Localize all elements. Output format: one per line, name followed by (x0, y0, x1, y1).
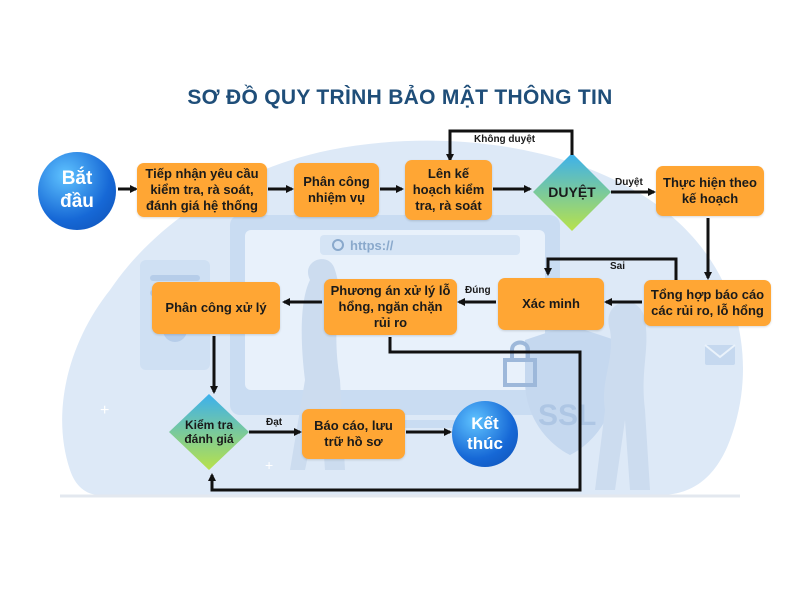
evaluate-diamond-shape (169, 394, 249, 470)
assign-handling-label: Phân công xử lý (165, 299, 267, 315)
evaluate-diamond[interactable]: Kiểm tra đánh giá (169, 412, 249, 452)
verify-box[interactable]: Xác minh (498, 278, 604, 330)
page-title: SƠ ĐỒ QUY TRÌNH BẢO MẬT THÔNG TIN (187, 86, 613, 109)
edge-label-not-approved: Không duyệt (474, 134, 536, 145)
ssl-badge-text: SSL (538, 399, 596, 432)
end-node[interactable]: Kết thúc (452, 401, 518, 467)
summarize-report-label: Tổng hợp báo cáo các rủi ro, lỗ hổng (650, 286, 765, 318)
arrow-loop-back (208, 337, 582, 492)
receive-request-label: Tiếp nhận yêu cầu kiểm tra, rà soát, đán… (145, 165, 259, 214)
arrow-not-approved (446, 129, 574, 162)
assign-task-box[interactable]: Phân công nhiệm vụ (294, 163, 379, 217)
svg-text:+: + (100, 402, 109, 419)
summarize-report-box[interactable]: Tổng hợp báo cáo các rủi ro, lỗ hổng (644, 280, 771, 326)
report-archive-box[interactable]: Báo cáo, lưu trữ hồ sơ (302, 409, 405, 459)
arrow-wrong (544, 257, 678, 285)
shield-icon (525, 325, 615, 455)
plan-label: Lên kế hoạch kiểm tra, rà soát (412, 165, 485, 214)
background-url-bar (320, 235, 520, 255)
assign-task-label: Phân công nhiệm vụ (303, 173, 370, 205)
start-node-label: Bắt đầu (60, 168, 94, 212)
assign-handling-box[interactable]: Phân công xử lý (152, 282, 280, 334)
padlock-icon (503, 340, 537, 387)
receive-request-box[interactable]: Tiếp nhận yêu cầu kiểm tra, rà soát, đán… (137, 163, 267, 217)
execute-plan-label: Thực hiện theo kế hoạch (663, 174, 757, 206)
report-archive-label: Báo cáo, lưu trữ hồ sơ (314, 417, 393, 449)
edge-label-passed: Đạt (266, 417, 283, 428)
remedy-plan-box[interactable]: Phương án xử lý lỗ hổng, ngăn chặn rủi r… (324, 279, 457, 335)
start-node[interactable]: Bắt đầu (38, 152, 116, 230)
plan-box[interactable]: Lên kế hoạch kiểm tra, rà soát (405, 160, 492, 220)
background-url-text: https:// (350, 238, 394, 253)
edge-label-correct: Đúng (465, 285, 491, 296)
execute-plan-box[interactable]: Thực hiện theo kế hoạch (656, 166, 764, 216)
lock-icon (332, 239, 344, 251)
approve-label: DUYỆT (548, 184, 596, 200)
remedy-plan-label: Phương án xử lý lỗ hổng, ngăn chặn rủi r… (330, 282, 451, 331)
edge-label-approved: Duyệt (615, 177, 643, 188)
verify-label: Xác minh (522, 295, 580, 311)
end-node-label: Kết thúc (467, 413, 503, 453)
evaluate-label: Kiểm tra đánh giá (184, 418, 234, 446)
man-figure (595, 301, 650, 490)
edge-label-wrong: Sai (610, 261, 626, 272)
approve-diamond-shape (533, 153, 611, 231)
svg-text:+: + (265, 457, 273, 473)
approve-diamond[interactable]: DUYỆT (533, 173, 611, 211)
